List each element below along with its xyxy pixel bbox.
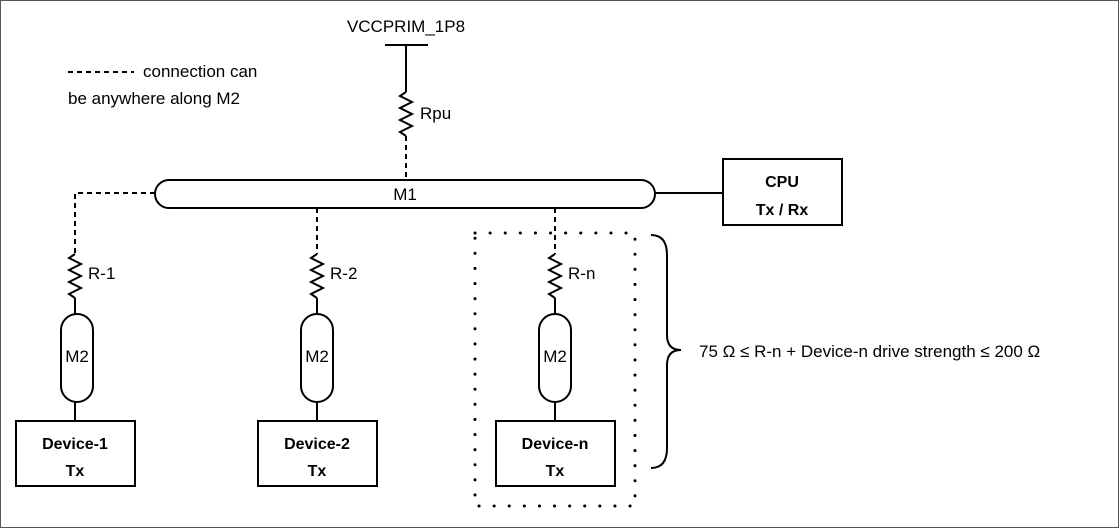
device1-resistor-label: R-1 [88, 264, 115, 283]
legend-text-line1: connection can [143, 62, 257, 81]
power-rail-label: VCCPRIM_1P8 [347, 17, 465, 36]
device1-dashed-connection [74, 192, 155, 254]
device1-name: Device-1 [42, 436, 108, 453]
device2-m2-label: M2 [305, 347, 329, 366]
pullup-resistor [397, 91, 415, 137]
device1-mode: Tx [66, 463, 85, 480]
device1-box [15, 420, 136, 487]
device2-box [257, 420, 378, 487]
constraint-brace [650, 234, 682, 469]
constraint-text: 75 Ω ≤ R-n + Device-n drive strength ≤ 2… [699, 342, 1040, 361]
cpu-mode-label: Tx / Rx [756, 202, 809, 219]
devicen-box [495, 420, 616, 487]
device2-resistor-label: R-2 [330, 264, 357, 283]
cpu-box [722, 158, 843, 226]
device1-resistor [66, 253, 84, 299]
device2-resistor [308, 253, 326, 299]
cpu-label: CPU [765, 174, 799, 191]
device2-name: Device-2 [284, 436, 350, 453]
devicen-name: Device-n [522, 436, 589, 453]
devicen-resistor [546, 253, 564, 299]
legend-text-line2: be anywhere along M2 [68, 89, 240, 108]
device1-m2-stub [60, 313, 94, 403]
devicen-resistor-label: R-n [568, 264, 595, 283]
devicen-m2-label: M2 [543, 347, 567, 366]
bus-m1-label: M1 [393, 185, 417, 204]
device2-mode: Tx [308, 463, 327, 480]
device1-m2-label: M2 [65, 347, 89, 366]
devicen-dotted-group [473, 231, 637, 508]
devicen-mode: Tx [546, 463, 565, 480]
pullup-resistor-label: Rpu [420, 104, 451, 123]
